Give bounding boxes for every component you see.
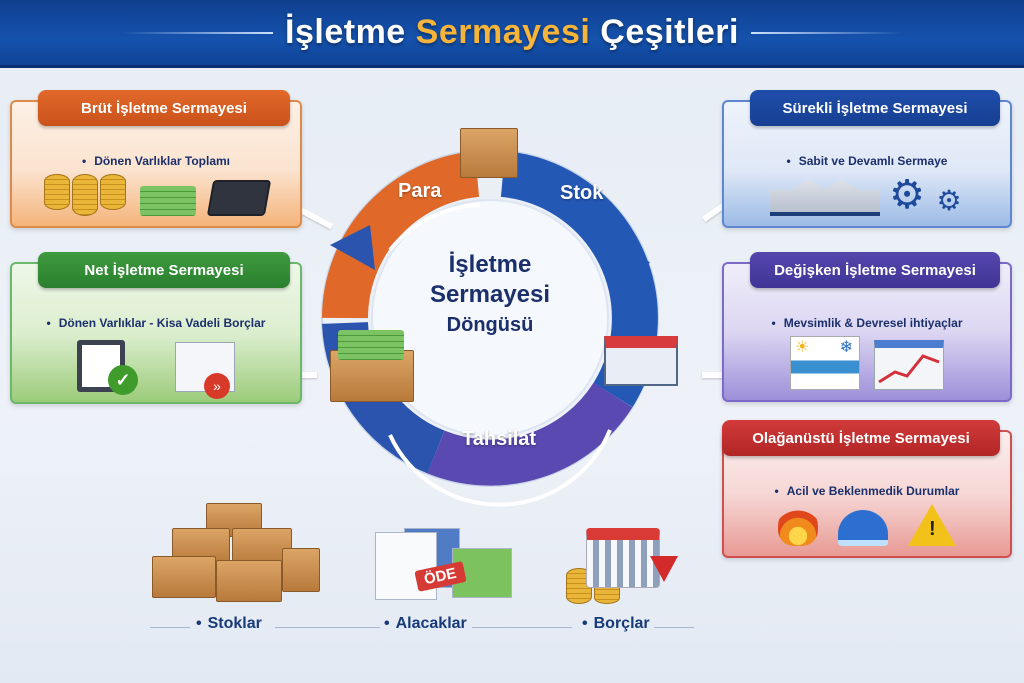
cycle-label-para: Para xyxy=(398,180,442,202)
wave-icon xyxy=(838,510,888,546)
card-surekli-title: Sürekli İşletme Sermayesi xyxy=(750,90,1000,126)
card-surekli-bullet: Sabit ve Devamlı Sermaye xyxy=(724,154,1010,169)
arrow-head-stok xyxy=(600,250,650,295)
card-surekli: Sürekli İşletme Sermayesi Sabit ve Devam… xyxy=(722,90,1012,228)
clipboard-icon: ✓ xyxy=(77,340,138,395)
center-line1: İşletme xyxy=(448,251,532,278)
coins-icon xyxy=(72,174,98,216)
box-icon xyxy=(282,548,320,592)
box-icon xyxy=(216,560,282,602)
box-icon xyxy=(460,128,518,178)
coins-icon xyxy=(100,174,126,210)
factory-icon xyxy=(770,178,880,216)
arc-purple xyxy=(427,382,633,486)
card-net: Net İşletme Sermayesi Dönen Varlıklar - … xyxy=(10,252,302,404)
down-chevron-icon: » xyxy=(204,373,230,399)
title-divider-left xyxy=(123,31,274,34)
card-degisken-title: Değişken İşletme Sermayesi xyxy=(750,252,1000,288)
inner-arrow-bottom xyxy=(388,429,612,507)
title-highlight: Sermayesi xyxy=(415,13,591,51)
card-olaganustu: Olağanüstü İşletme Sermayesi Acil ve Bek… xyxy=(722,420,1012,558)
bottom-item-borclar: Borçlar xyxy=(582,615,650,633)
divider xyxy=(472,627,572,628)
title-part1: İşletme xyxy=(285,13,406,51)
card-net-title: Net İşletme Sermayesi xyxy=(38,252,290,288)
center-line3: Döngüsü xyxy=(446,314,534,336)
calculator-icon xyxy=(206,180,272,216)
card-degisken: Değişken İşletme Sermayesi Mevsimlik & D… xyxy=(722,252,1012,402)
cycle-label-stok: Stok xyxy=(560,182,604,204)
warning-icon: ! xyxy=(908,504,956,546)
card-brut-bullet: Dönen Varlıklar Toplamı xyxy=(12,154,300,169)
inner-arrow-top xyxy=(388,203,481,252)
arrow-head-tahsilat xyxy=(330,225,375,270)
document-calculator-icon: » xyxy=(175,342,235,399)
cash-icon xyxy=(338,330,404,360)
cash-icon xyxy=(140,186,196,216)
gear-icon: ⚙ xyxy=(936,185,962,216)
chart-document-icon xyxy=(874,340,944,390)
divider xyxy=(150,627,190,628)
card-brut: Brüt İşletme Sermayesi Dönen Varlıklar T… xyxy=(10,90,302,228)
divider xyxy=(654,627,694,628)
card-brut-title: Brüt İşletme Sermayesi xyxy=(38,90,290,126)
ring-center-disc xyxy=(371,199,609,437)
page-title: İşletme Sermayesi Çeşitleri xyxy=(285,13,739,52)
gear-icon: ⚙ xyxy=(889,173,925,217)
bottom-item-alacaklar: Alacaklar xyxy=(384,615,467,633)
calendar-icon xyxy=(586,528,660,588)
fire-icon xyxy=(778,506,818,546)
divider xyxy=(275,627,380,628)
coins-icon xyxy=(44,174,70,210)
down-arrow-icon xyxy=(650,556,678,582)
center-line2: Sermayesi xyxy=(429,281,551,308)
check-icon: ✓ xyxy=(108,365,138,395)
title-bar: İşletme Sermayesi Çeşitleri xyxy=(0,0,1024,68)
title-divider-right xyxy=(750,31,901,34)
box-icon xyxy=(152,556,216,598)
cycle-center-title: İşletme Sermayesi Döngüsü xyxy=(400,250,580,340)
card-net-bullet: Dönen Varlıklar - Kisa Vadeli Borçlar xyxy=(12,316,300,331)
card-degisken-bullet: Mevsimlik & Devresel ihtiyaçlar xyxy=(724,316,1010,331)
card-olaganustu-title: Olağanüstü İşletme Sermayesi xyxy=(722,420,1000,456)
store-icon xyxy=(604,336,678,386)
title-part2: Çeşitleri xyxy=(600,13,739,51)
cycle-label-tahsilat: Tahsilat xyxy=(462,428,537,450)
season-icon: ☀❄ xyxy=(790,336,860,390)
card-olaganustu-bullet: Acil ve Beklenmedik Durumlar xyxy=(724,484,1010,499)
bottom-item-stoklar: Stoklar xyxy=(196,615,262,633)
arc-para xyxy=(322,151,480,319)
